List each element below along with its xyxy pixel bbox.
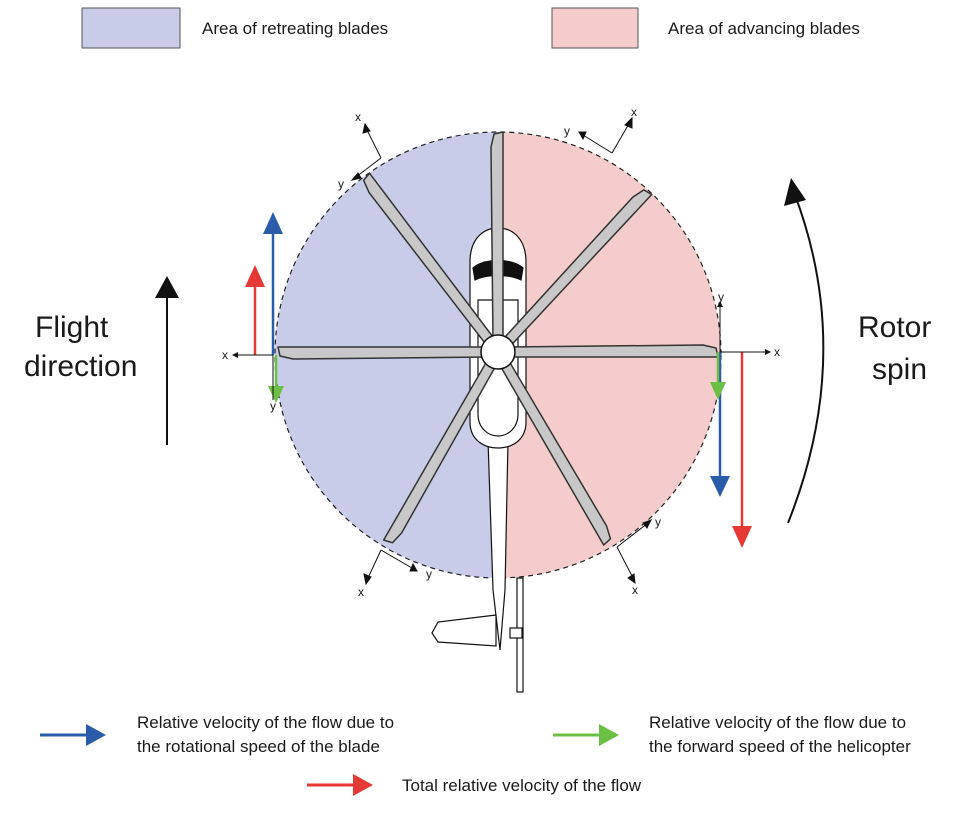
tl-x-axis-label: x xyxy=(355,110,361,124)
rotor-label-line1: Rotor xyxy=(858,311,931,344)
retreating-legend-swatch xyxy=(81,7,181,49)
left-blue-arrowhead xyxy=(263,212,283,234)
right-y-axis-label: y xyxy=(718,290,724,304)
rotor-hub xyxy=(480,334,516,370)
left-velocity-arrows xyxy=(232,212,284,403)
rotor-blades xyxy=(277,131,719,546)
right-green-arrowhead xyxy=(710,382,726,400)
advancing-legend-swatch xyxy=(551,7,639,49)
rotor-blade xyxy=(507,344,719,358)
rotor-blade xyxy=(490,131,504,343)
red-legend-arrowhead xyxy=(353,774,373,796)
right-x-axis-label: x xyxy=(774,345,780,359)
rotor-spin-arrowhead xyxy=(784,178,806,206)
br-y-axis-label: y xyxy=(655,515,661,529)
bl-x-axis-label: x xyxy=(358,585,364,599)
left-green-arrowhead xyxy=(268,386,284,403)
rotor-spin-arc xyxy=(787,194,825,524)
retreating-legend-label: Area of retreating blades xyxy=(202,19,388,38)
tr-y-axis-label: y xyxy=(564,124,570,138)
left-x-axis-label: x xyxy=(222,348,228,362)
green-legend-arrowhead xyxy=(599,724,619,746)
helicopter-tail xyxy=(431,439,524,693)
advancing-legend-label: Area of advancing blades xyxy=(668,19,860,38)
bl-y-axis-label: y xyxy=(426,567,432,581)
flight-label-line2: direction xyxy=(24,350,137,383)
flight-label-line1: Flight xyxy=(35,311,109,344)
tr-x-axis-label: x xyxy=(631,105,637,119)
blue-legend-arrowhead xyxy=(86,724,106,746)
left-red-arrowhead xyxy=(245,265,265,287)
flight-direction-arrowhead xyxy=(155,276,179,298)
br-x-axis-label: x xyxy=(632,583,638,597)
right-velocity-arrows xyxy=(710,301,771,548)
green-legend-line2: the forward speed of the helicopter xyxy=(649,737,911,756)
blue-legend-line1: Relative velocity of the flow due to xyxy=(137,713,394,732)
left-y-axis-label: y xyxy=(270,399,276,413)
blade-tip-axes xyxy=(350,116,653,586)
right-blue-arrowhead xyxy=(710,476,730,497)
red-legend-line1: Total relative velocity of the flow xyxy=(402,776,642,795)
rotor-blade xyxy=(277,346,489,360)
tl-y-axis-label: y xyxy=(338,177,344,191)
green-legend-line1: Relative velocity of the flow due to xyxy=(649,713,906,732)
rotor-label-line2: spin xyxy=(872,353,927,386)
blue-legend-line2: the rotational speed of the blade xyxy=(137,737,380,756)
right-red-arrowhead xyxy=(732,526,752,548)
